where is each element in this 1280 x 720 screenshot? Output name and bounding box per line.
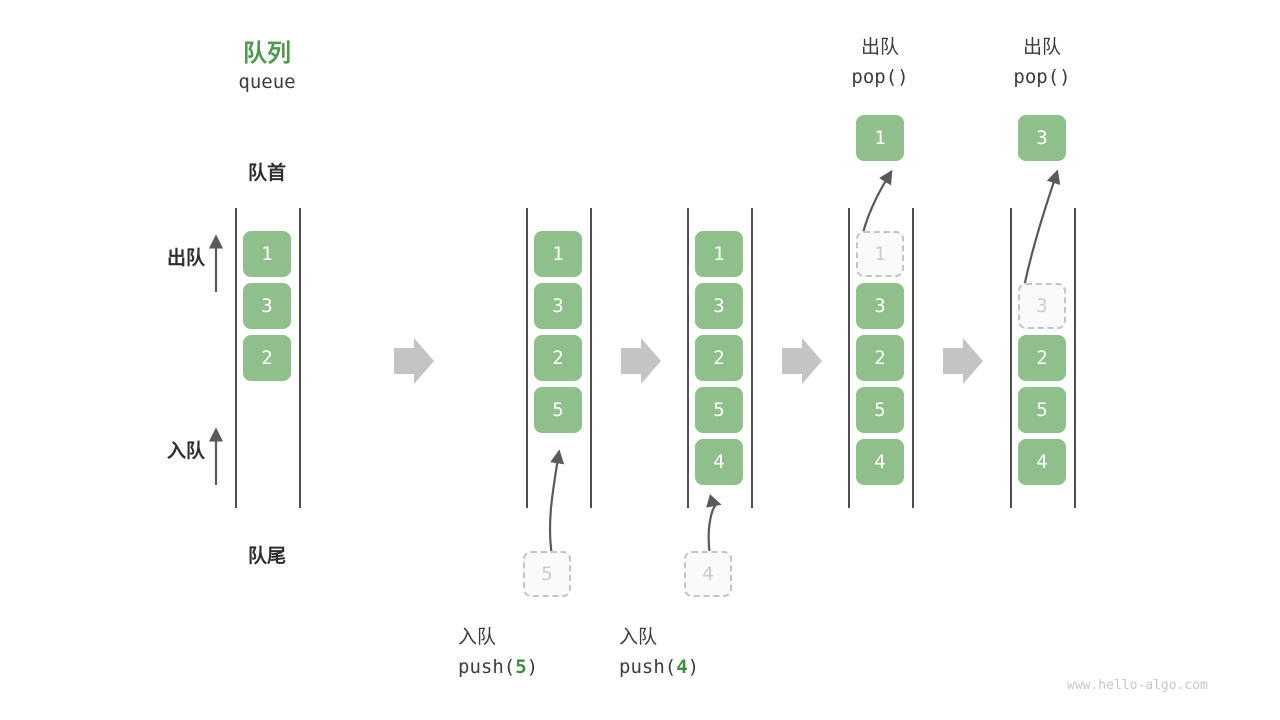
popped-element: 1 <box>856 115 904 161</box>
queue-cell: 5 <box>534 387 582 433</box>
queue-cell: 3 <box>534 283 582 329</box>
queue-cell: 2 <box>534 335 582 381</box>
queue-rail-right <box>299 208 301 508</box>
column-caption-cn: 入队 <box>458 627 497 648</box>
page-subtitle: queue <box>238 71 296 93</box>
queue-front-label: 队首 <box>247 163 286 184</box>
queue-cell: 2 <box>243 335 291 381</box>
column-header-code: pop() <box>1013 66 1071 88</box>
queue-rail-left <box>687 208 689 508</box>
column-caption-code: push(5) <box>458 656 539 678</box>
column-caption-code: push(4) <box>619 656 700 678</box>
queue-cell: 1 <box>243 231 291 277</box>
queue-cell: 1 <box>534 231 582 277</box>
popped-element: 3 <box>1018 115 1066 161</box>
queue-cell: 5 <box>856 387 904 433</box>
queue-rail-right <box>912 208 914 508</box>
queue-cell: 3 <box>856 283 904 329</box>
queue-rail-left <box>848 208 850 508</box>
queue-cell: 2 <box>856 335 904 381</box>
queue-cell: 5 <box>1018 387 1066 433</box>
queue-rail-left <box>526 208 528 508</box>
enqueue-label: 入队 <box>166 441 205 462</box>
queue-cell: 2 <box>695 335 743 381</box>
queue-cell: 2 <box>1018 335 1066 381</box>
push-argument: 5 <box>515 656 527 678</box>
queue-cell: 3 <box>695 283 743 329</box>
queue-cell: 4 <box>1018 439 1066 485</box>
queue-cell-ghost: 3 <box>1018 283 1066 329</box>
queue-cell: 5 <box>695 387 743 433</box>
incoming-element-ghost: 5 <box>523 551 571 597</box>
dequeue-label: 出队 <box>166 248 205 269</box>
queue-rail-right <box>1074 208 1076 508</box>
column-header-code: pop() <box>851 66 909 88</box>
queue-cell: 1 <box>695 231 743 277</box>
page-title: 队列 <box>243 40 291 67</box>
column-header-cn: 出队 <box>1022 37 1061 58</box>
watermark: www.hello-algo.com <box>1067 678 1208 693</box>
queue-rail-left <box>1010 208 1012 508</box>
incoming-element-ghost: 4 <box>684 551 732 597</box>
queue-rail-right <box>751 208 753 508</box>
queue-cell-ghost: 1 <box>856 231 904 277</box>
column-caption-cn: 入队 <box>619 627 658 648</box>
column-header-cn: 出队 <box>860 37 899 58</box>
queue-rail-left <box>235 208 237 508</box>
queue-cell: 3 <box>243 283 291 329</box>
queue-rear-label: 队尾 <box>247 546 286 567</box>
push-argument: 4 <box>676 656 688 678</box>
queue-cell: 4 <box>856 439 904 485</box>
queue-cell: 4 <box>695 439 743 485</box>
queue-rail-right <box>590 208 592 508</box>
